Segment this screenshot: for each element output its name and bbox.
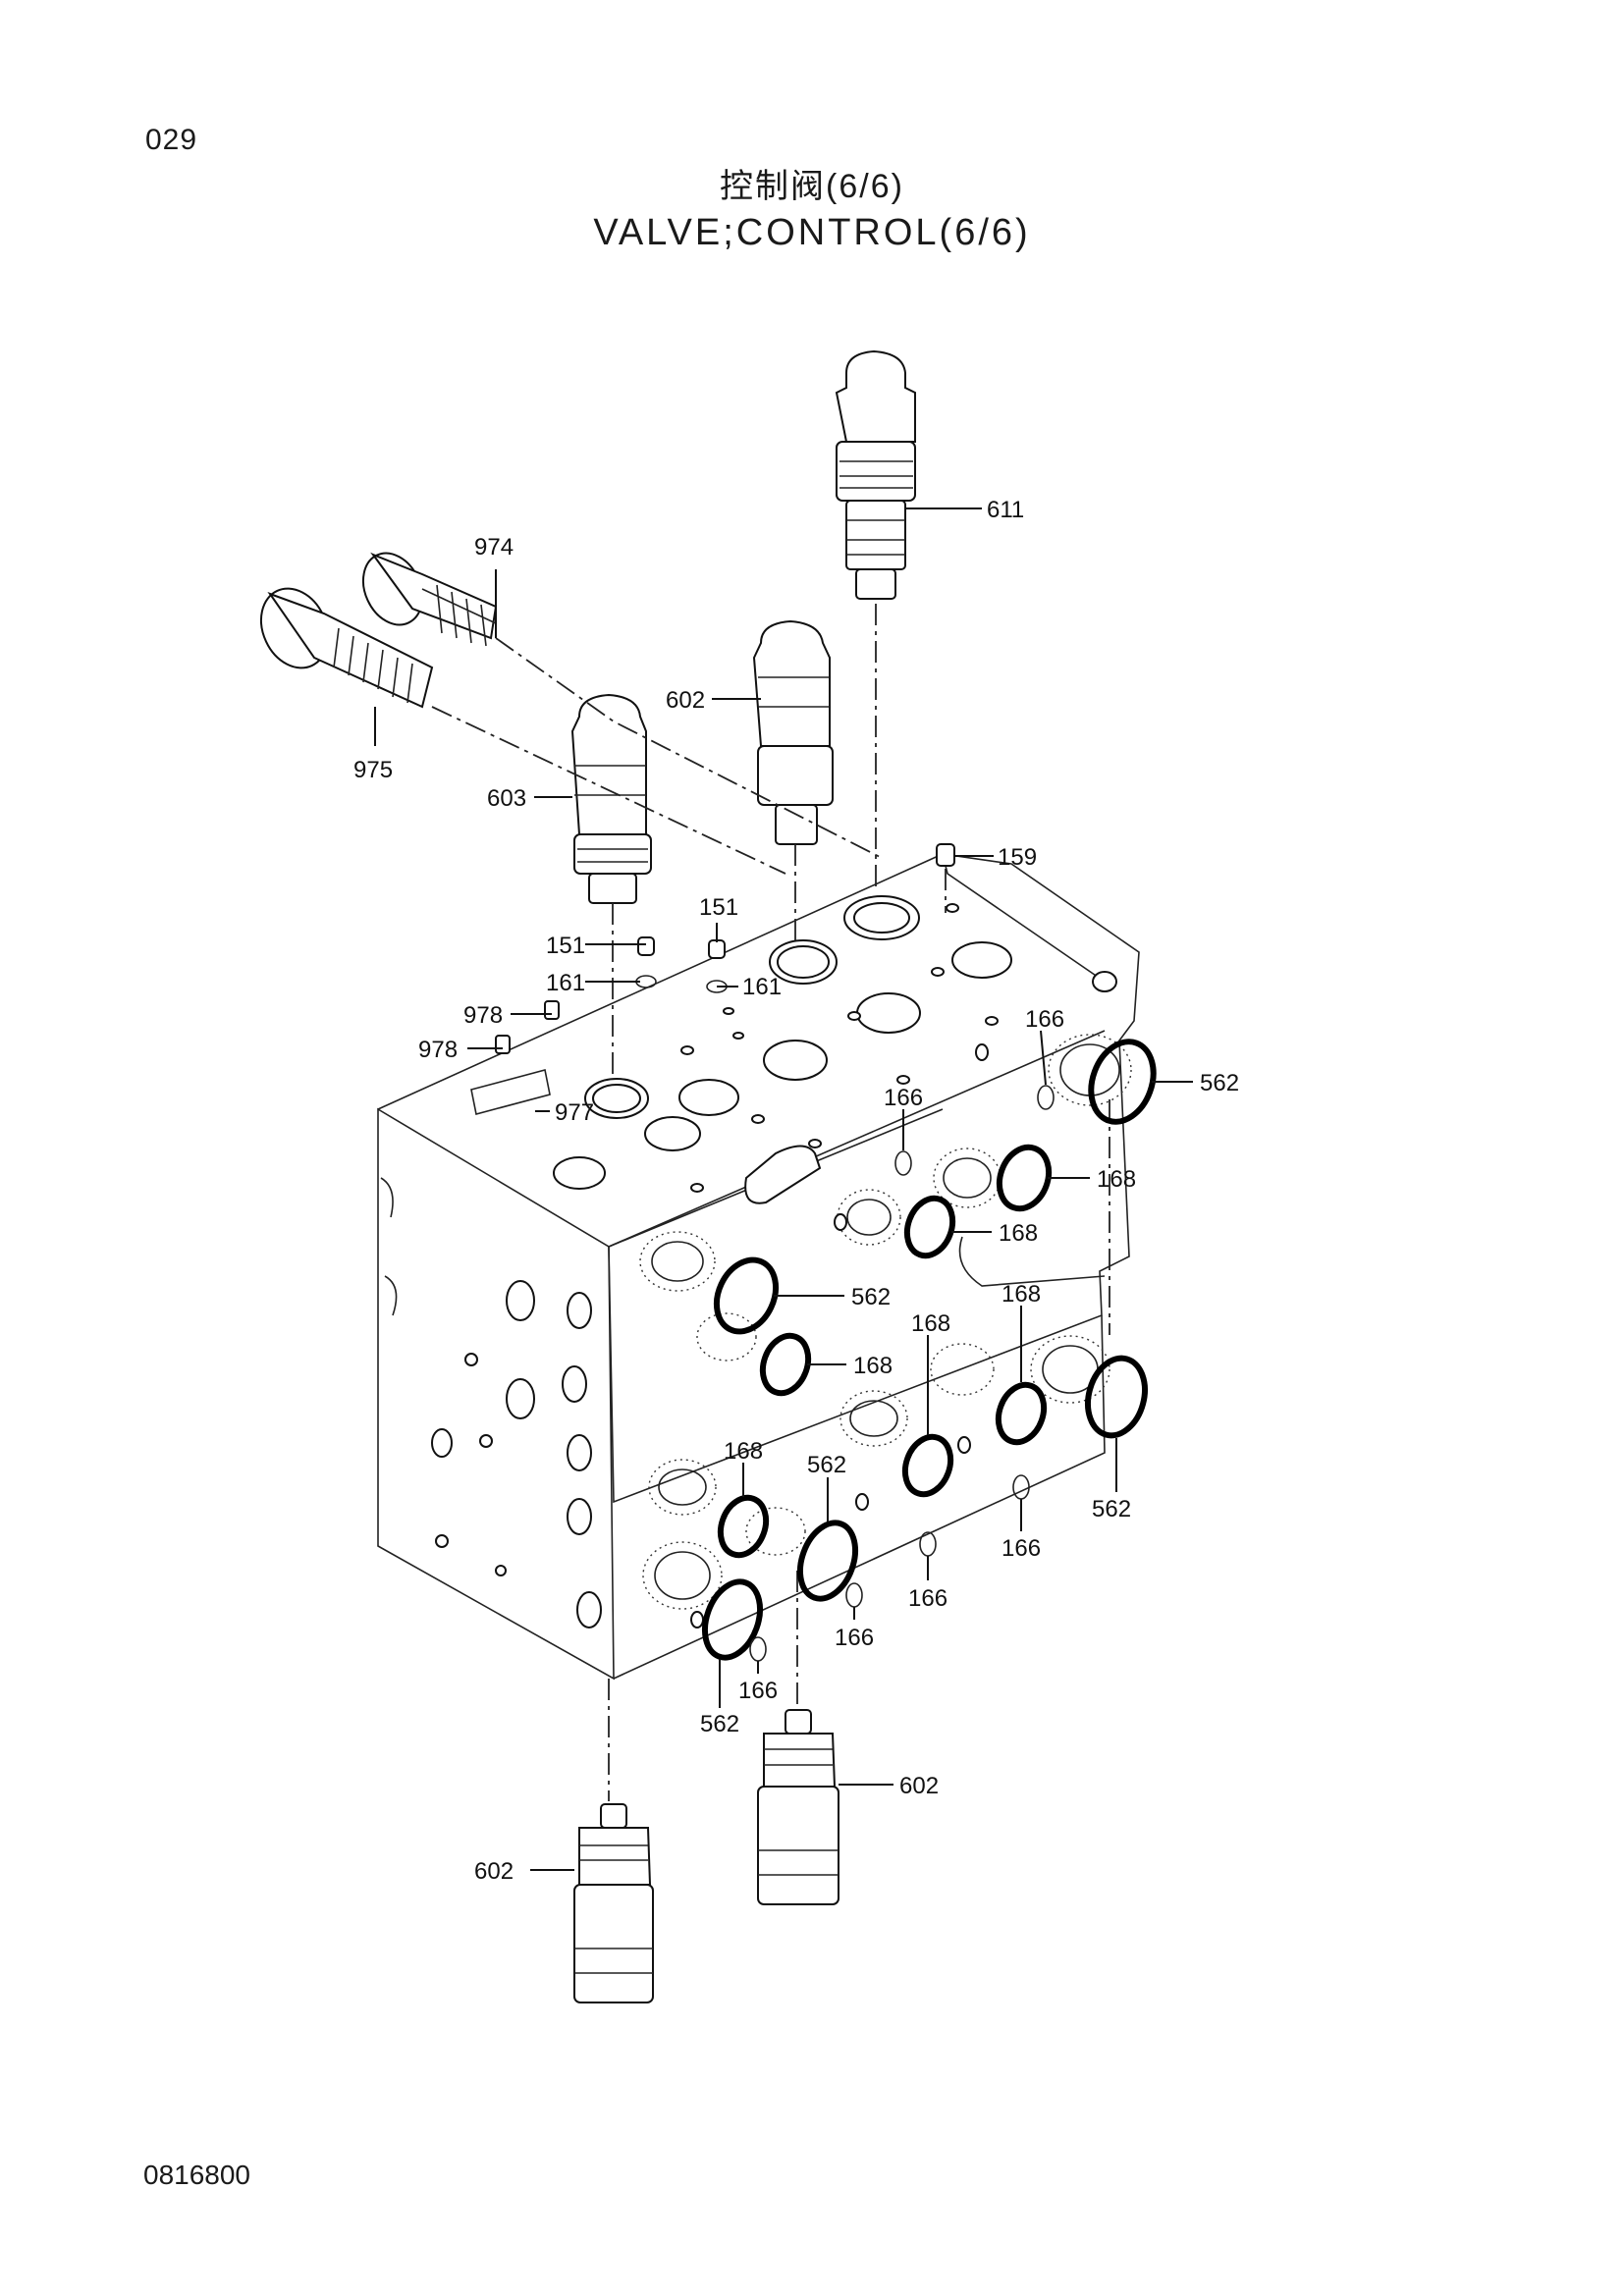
callout-166-f: 166 bbox=[738, 1678, 778, 1704]
part-975-bolt bbox=[259, 587, 434, 709]
callout-161-b: 161 bbox=[742, 974, 782, 1000]
callout-166-b: 166 bbox=[884, 1085, 923, 1111]
left-face-holes bbox=[431, 1280, 602, 1629]
callout-602-bot: 602 bbox=[474, 1858, 514, 1885]
callout-159: 159 bbox=[998, 844, 1037, 871]
callout-labels: 611 974 975 602 603 159 151 151 161 161 … bbox=[353, 497, 1239, 1885]
callout-977: 977 bbox=[555, 1099, 594, 1126]
callout-161-a: 161 bbox=[546, 970, 585, 996]
callout-602-top: 602 bbox=[666, 687, 705, 714]
part-611-relief-valve bbox=[835, 349, 916, 600]
document-code: 0816800 bbox=[143, 2160, 251, 2190]
part-602-valve-bottom-left bbox=[573, 1803, 654, 2003]
title-english: VALVE;CONTROL(6/6) bbox=[593, 212, 1031, 253]
callout-974: 974 bbox=[474, 534, 514, 561]
callout-168-b: 168 bbox=[999, 1220, 1038, 1247]
part-602-valve-top bbox=[752, 619, 834, 845]
callout-168-d: 168 bbox=[911, 1310, 950, 1337]
callout-602-mid: 602 bbox=[899, 1773, 939, 1799]
callout-166-a: 166 bbox=[1025, 1006, 1064, 1033]
page-number: 029 bbox=[145, 124, 198, 156]
callout-168-a: 168 bbox=[1097, 1166, 1136, 1193]
part-974-bolt bbox=[361, 552, 498, 647]
callout-166-d: 166 bbox=[908, 1585, 947, 1612]
part-602-valve-bottom-right bbox=[757, 1709, 839, 1905]
callout-151-b: 151 bbox=[699, 894, 738, 921]
callout-166-e: 166 bbox=[835, 1625, 874, 1651]
title-block: 控制阀(6/6) VALVE;CONTROL(6/6) bbox=[0, 165, 1624, 257]
callout-603: 603 bbox=[487, 785, 526, 812]
top-face-ports bbox=[470, 895, 1117, 1204]
o-rings bbox=[701, 1039, 1157, 1661]
callout-562-d: 562 bbox=[1092, 1496, 1131, 1522]
valve-body bbox=[377, 853, 1140, 1681]
callout-562-c: 562 bbox=[807, 1452, 846, 1478]
title-chinese: 控制阀(6/6) bbox=[720, 168, 904, 205]
callout-611: 611 bbox=[987, 497, 1024, 523]
part-603-valve bbox=[570, 693, 652, 904]
callout-168-f: 168 bbox=[724, 1438, 763, 1465]
callout-975: 975 bbox=[353, 757, 393, 783]
callout-978-b: 978 bbox=[418, 1037, 458, 1063]
center-lines bbox=[431, 604, 1110, 1801]
callout-562-a: 562 bbox=[1200, 1070, 1239, 1096]
front-face-ports bbox=[639, 1034, 1132, 1629]
valve-body-top-face bbox=[377, 853, 1140, 1504]
callout-168-e: 168 bbox=[853, 1353, 893, 1379]
callout-151-a: 151 bbox=[546, 933, 585, 959]
callout-562-b: 562 bbox=[851, 1284, 891, 1310]
callout-562-e: 562 bbox=[700, 1711, 739, 1737]
callout-166-c: 166 bbox=[1001, 1535, 1041, 1562]
callout-978-a: 978 bbox=[463, 1002, 503, 1029]
leader-lines bbox=[374, 507, 1193, 1871]
callout-168-c: 168 bbox=[1001, 1281, 1041, 1308]
